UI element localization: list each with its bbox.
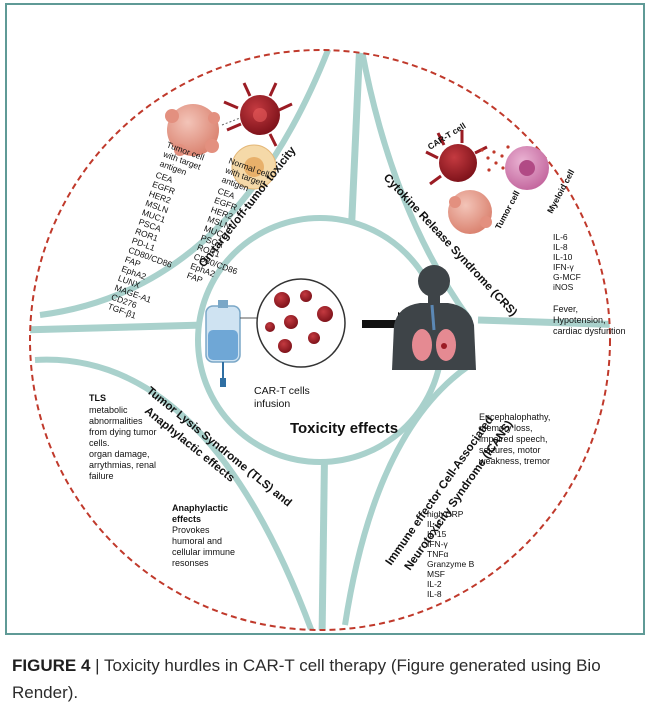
q3-tls-line: arrythmias, renal <box>89 460 156 470</box>
normal-cell-icon <box>231 144 277 190</box>
infusion-label-1: CAR-T cells <box>254 385 310 397</box>
q3-ana-line: resonses <box>172 558 209 568</box>
q3-ana-line: Provokes <box>172 525 210 535</box>
q4-symptom: Encephalophathy, <box>479 412 550 422</box>
q4-marker: IL-8 <box>427 589 442 599</box>
q4-symptom: impaired speech, <box>479 434 548 444</box>
q2-cytokine: IL-8 <box>553 242 568 252</box>
q4-symptom: weakness, tremor <box>478 456 550 466</box>
q4-marker: IFN-γ <box>427 539 449 549</box>
caption-label: FIGURE 4 <box>12 656 91 675</box>
car-t-cell-icon-crs <box>425 130 488 186</box>
q4-marker: TNFα <box>427 549 449 559</box>
q2-cytokine: IL-10 <box>553 252 573 262</box>
human-body-icon <box>392 265 476 370</box>
q4-symptom: seizures, motor <box>479 445 541 455</box>
q2-symptom: Fever, <box>553 304 578 314</box>
q4-marker: high CRP <box>427 509 464 519</box>
caption-text: | Toxicity hurdles in CAR-T cell therapy… <box>12 656 601 702</box>
tumor-cell-icon <box>165 104 220 156</box>
q2-symptom: cardiac dysfuntion <box>553 326 626 336</box>
q2-symptom: Hypotension, <box>553 315 606 325</box>
q3-tls-line: cells. <box>89 438 110 448</box>
q3-ana-title-2: effects <box>172 514 201 524</box>
q3-tls-line: metabolic <box>89 405 128 415</box>
q4-symptom: memory loss, <box>479 423 533 433</box>
q4-marker: MSF <box>427 569 445 579</box>
q3-ana-line: humoral and <box>172 536 222 546</box>
q4-marker: IL-6 <box>427 519 442 529</box>
center-title: Toxicity effects <box>290 420 398 437</box>
q4-marker: Granzyme B <box>427 559 475 569</box>
q3-tls-line: from dying tumor <box>89 427 157 437</box>
dashed-circle <box>29 49 611 631</box>
q3-tls-line: abnormalities <box>89 416 143 426</box>
infusion-label-2: infusion <box>254 398 290 410</box>
cart-cells-cluster <box>265 290 333 353</box>
myeloid-cell-icon <box>505 146 549 190</box>
q4-marker: IL-15 <box>427 529 447 539</box>
q3-tls-line: failure <box>89 471 114 481</box>
q3-ana-line: cellular immune <box>172 547 235 557</box>
q3-ana-title-1: Anaphylactic <box>172 503 228 513</box>
q4-marker: IL-2 <box>427 579 442 589</box>
q2-cytokine: G-MCF <box>553 272 581 282</box>
q2-symptom-list: Fever,Hypotension,cardiac dysfuntion <box>553 304 626 336</box>
q2-cytokine: iNOS <box>553 282 574 292</box>
q4-symptom-list: Encephalophathy,memory loss,impaired spe… <box>478 412 550 466</box>
cytokine-dots <box>480 145 510 172</box>
q2-cytokine: IL-6 <box>553 232 568 242</box>
q3-tls-line: organ damage, <box>89 449 150 459</box>
q3-tls-title: TLS <box>89 393 106 403</box>
car-t-cell-icon <box>223 82 293 147</box>
q2-cytokine: IFN-γ <box>553 262 575 272</box>
figure-caption: FIGURE 4 | Toxicity hurdles in CAR-T cel… <box>12 652 638 706</box>
iv-bag-icon <box>205 300 241 387</box>
tumor-cell-icon-crs <box>448 190 492 234</box>
